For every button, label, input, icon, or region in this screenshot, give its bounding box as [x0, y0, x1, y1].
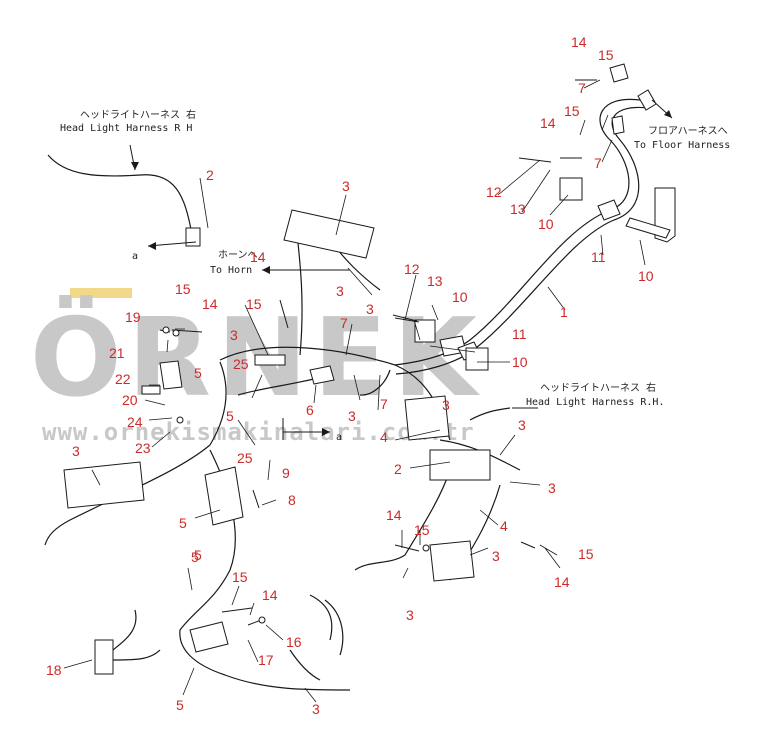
brackets-upper-right [394, 63, 676, 371]
caption-headlight-rh-mid-jp: ヘッドライトハーネス 右 [540, 381, 656, 394]
part-number-label: 3 [348, 408, 356, 424]
part-number-label: 13 [427, 273, 443, 289]
part-number-label: 2 [394, 461, 402, 477]
part-number-label: 15 [175, 281, 191, 297]
part-number-label: 3 [442, 397, 450, 413]
part-number-label: 15 [578, 546, 594, 562]
part-number-label: 25 [233, 356, 249, 372]
caption-headlight-rh-top-en: Head Light Harness R H [60, 123, 192, 134]
part-number-label: 14 [554, 574, 570, 590]
part-number-label: 14 [540, 115, 556, 131]
caption-horn-jp: ホーンへ [218, 249, 258, 261]
part-number-label: 7 [594, 155, 602, 171]
part-number-label: 3 [230, 327, 238, 343]
part-number-label: 5 [191, 549, 199, 565]
part-number-label: 15 [232, 569, 248, 585]
part-number-label: 3 [336, 283, 344, 299]
caption-horn-en: To Horn [210, 265, 252, 276]
part-number-label: 5 [194, 547, 202, 563]
watermark-accent [70, 288, 120, 298]
part-number-label: 10 [538, 216, 554, 232]
bottom-left-connectors [94, 594, 344, 681]
part-number-label: 20 [122, 392, 138, 408]
part-number-label: 11 [591, 249, 606, 265]
part-number-label: 4 [380, 429, 388, 445]
part-number-label: 3 [366, 301, 374, 317]
captions: ヘッドライトハーネス 右 Head Light Harness R H ホーンへ… [60, 108, 730, 443]
watermark-accent [108, 288, 132, 298]
part-number-label: 15 [564, 103, 580, 119]
part-number-label: 3 [406, 607, 414, 623]
part-number-label: 6 [306, 402, 314, 418]
arrow-head-left [262, 266, 270, 274]
part-number-label: 5 [194, 365, 202, 381]
arrow-head-left [148, 242, 156, 250]
watermark-brand: ÖRNEK [30, 294, 483, 421]
caption-floor-jp: フロアハーネスへ [648, 125, 728, 137]
part-number-label: 15 [414, 522, 430, 538]
caption-headlight-rh-mid-en: Head Light Harness R.H. [526, 397, 664, 408]
part-number-label: 10 [452, 289, 468, 305]
part-number-label: 14 [262, 587, 278, 603]
part-number-label: 14 [571, 34, 587, 50]
arrow-head-right [664, 110, 672, 118]
center-harness [44, 209, 396, 691]
part-number-label: 18 [46, 662, 62, 678]
part-number-label: 14 [202, 296, 218, 312]
part-number-label: 5 [179, 515, 187, 531]
part-number-label: 10 [512, 354, 528, 370]
arrows [129, 99, 673, 440]
part-number-label: 22 [115, 371, 131, 387]
caption-floor-en: To Floor Harness [634, 140, 730, 151]
part-number-label: 4 [500, 518, 508, 534]
part-number-label: 16 [286, 634, 302, 650]
part-number-label: 11 [512, 326, 527, 342]
part-number-label: 24 [127, 414, 143, 430]
part-number-label: 13 [510, 201, 526, 217]
left-harness [47, 154, 209, 247]
part-number-label: 12 [486, 184, 502, 200]
arrow-head-down [131, 162, 139, 170]
part-number-label: 5 [176, 697, 184, 713]
caption-headlight-rh-top-jp: ヘッドライトハーネス 右 [80, 108, 196, 121]
part-number-label: 14 [386, 507, 402, 523]
part-number-label: 12 [404, 261, 420, 277]
part-number-label: 7 [380, 396, 388, 412]
part-number-label: 3 [72, 443, 80, 459]
part-number-label: 19 [125, 309, 141, 325]
hardware [141, 299, 536, 626]
part-number-label: 7 [578, 80, 586, 96]
part-number-label: 10 [638, 268, 654, 284]
watermark-url: www.ornekismakinalari.com.tr [42, 418, 475, 446]
part-number-label: 3 [312, 701, 320, 717]
part-number-label: 7 [340, 315, 348, 331]
part-number-label: 25 [237, 450, 253, 466]
part-number-label: 3 [518, 417, 526, 433]
part-number-label: 3 [492, 548, 500, 564]
part-number-label: 3 [548, 480, 556, 496]
part-number-label: 3 [342, 178, 350, 194]
part-number-label: 14 [250, 249, 266, 265]
part-number-labels: 14 15 7 15 14 7 12 13 10 11 10 1 3 3 12 … [46, 34, 654, 717]
part-number-label: 2 [206, 167, 214, 183]
part-number-label: 17 [258, 652, 274, 668]
view-label-a-mid: a [336, 432, 342, 443]
part-number-label: 15 [246, 296, 262, 312]
right-lower-harness [354, 364, 521, 582]
watermark: ÖRNEK www.ornekismakinalari.com.tr [30, 288, 483, 446]
part-number-label: 8 [288, 492, 296, 508]
leader-lines [63, 79, 646, 703]
part-number-label: 15 [598, 47, 614, 63]
part-number-label: 5 [226, 408, 234, 424]
part-number-label: 9 [282, 465, 290, 481]
part-number-label: 21 [109, 345, 125, 361]
part-number-label: 1 [560, 304, 568, 320]
arrow-head-right [322, 428, 330, 436]
part-number-label: 23 [135, 440, 151, 456]
view-label-a-left: a [132, 251, 138, 262]
